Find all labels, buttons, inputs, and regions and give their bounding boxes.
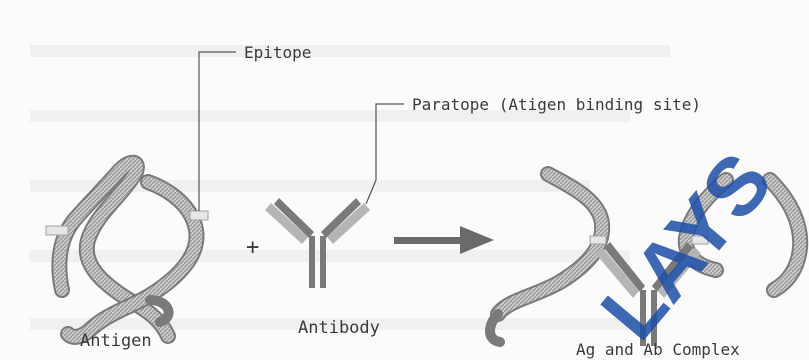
antibody-label: Antibody bbox=[298, 318, 380, 338]
antigen-label: Antigen bbox=[80, 331, 152, 351]
plus-sign: + bbox=[246, 235, 259, 260]
complex-label: Ag and Ab Complex bbox=[576, 340, 740, 359]
watermark-text: LAYS bbox=[584, 136, 789, 356]
antibody-shape bbox=[265, 198, 370, 288]
watermark: LAYS bbox=[584, 136, 789, 356]
paratope-label: Paratope (Atigen binding site) bbox=[412, 95, 701, 114]
reaction-arrow bbox=[394, 226, 494, 254]
epitope-label: Epitope bbox=[244, 43, 311, 62]
